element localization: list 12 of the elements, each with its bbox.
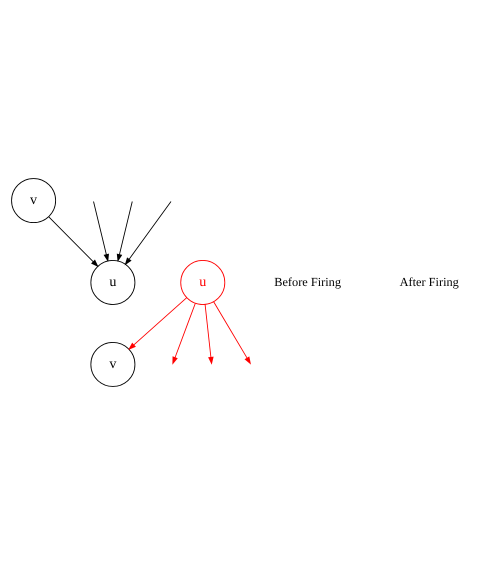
arrow: [172, 303, 196, 365]
arrow: [213, 302, 251, 365]
node-circle: v: [11, 178, 56, 224]
arrow: [124, 201, 172, 266]
label: After Firing: [400, 274, 459, 289]
arrow: [93, 201, 109, 262]
node-circle: u: [180, 260, 226, 305]
arrow: [48, 216, 99, 268]
arrow: [116, 201, 133, 262]
arrow: [128, 297, 188, 350]
label: Before Firing: [274, 274, 342, 289]
arrow: [204, 304, 214, 365]
